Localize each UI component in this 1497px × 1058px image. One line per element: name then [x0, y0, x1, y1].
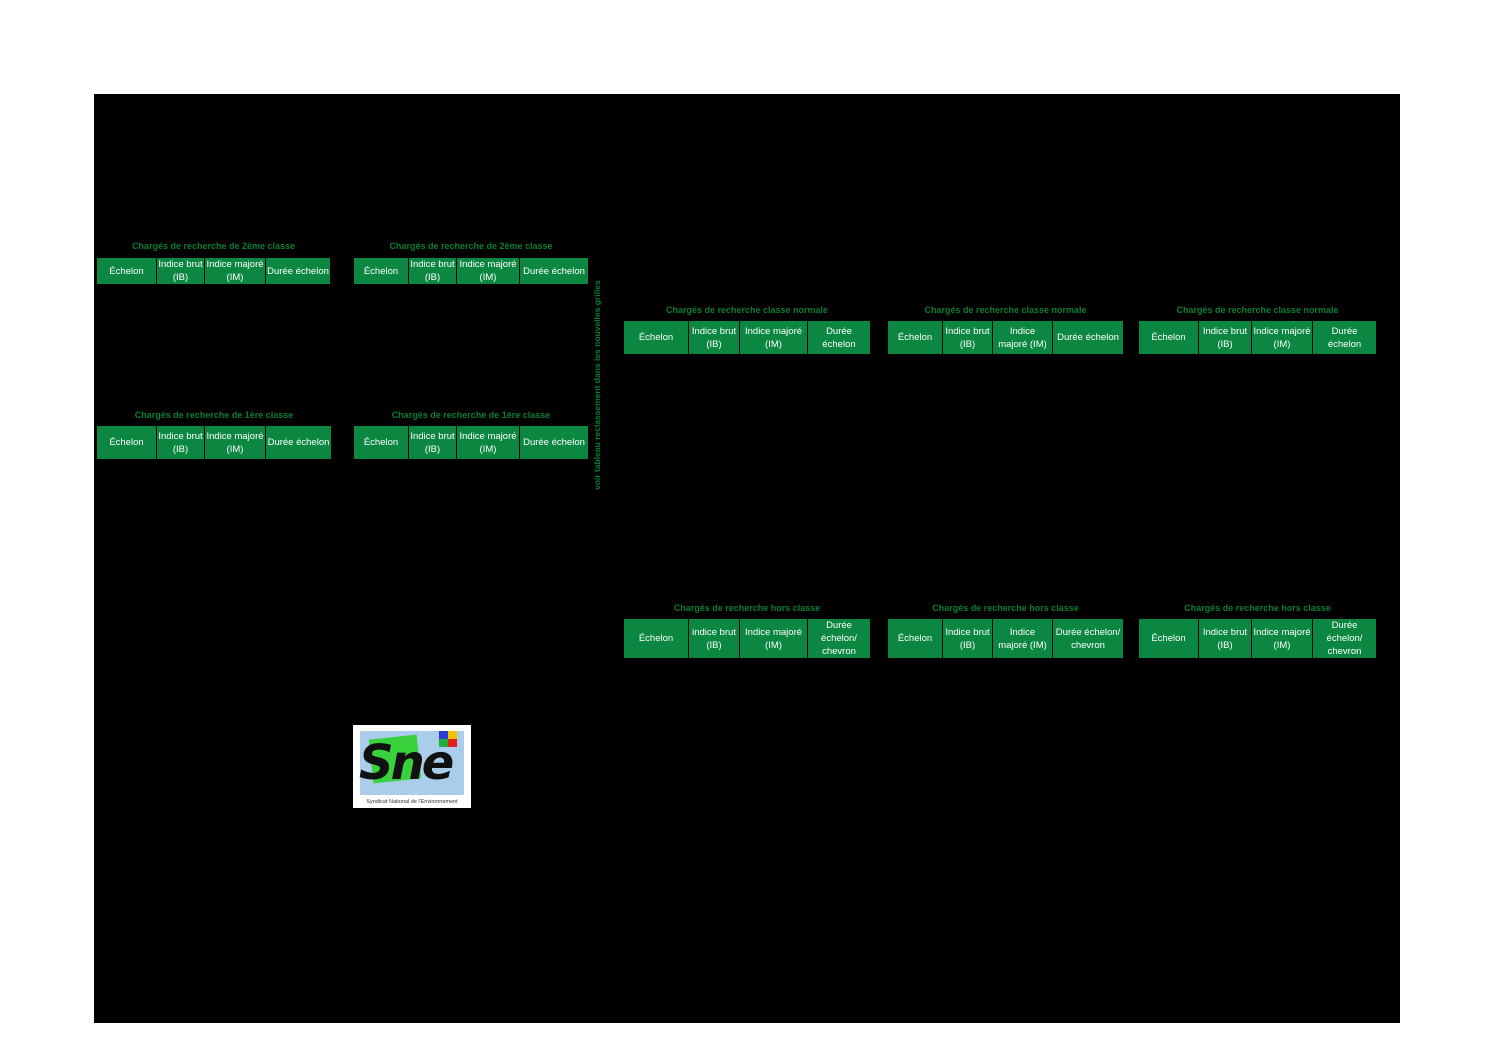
document-sheet [94, 94, 1400, 1023]
header-cell: Durée échelon [520, 426, 588, 459]
table-title-cr1-b: Chargés de recherche de 1ère classe [391, 410, 551, 420]
header-cell: Indice majoré (IM) [993, 321, 1053, 354]
table-title-cr1-a: Chargés de recherche de 1ère classe [134, 410, 294, 420]
header-row-cr2-b: Échelon Indice brut (IB) Indice majoré (… [354, 258, 588, 284]
header-row-normale-1: Échelon Indice brut (IB) Indice majoré (… [624, 321, 870, 354]
header-cell: Durée échelon [266, 258, 330, 284]
header-row-hors-3: Échelon Indice brut (IB) Indice majoré (… [1139, 619, 1376, 658]
header-cell: Indice brut (IB) [157, 258, 205, 284]
header-cell: Indice brut (IB) [943, 321, 993, 354]
header-cell: Indice majoré (IM) [457, 426, 520, 459]
header-cell: Échelon [624, 619, 689, 658]
header-row-normale-3: Échelon Indice brut (IB) Indice majoré (… [1139, 321, 1376, 354]
header-cell: Indice brut (IB) [1199, 619, 1252, 658]
header-row-cr2-a: Échelon Indice brut (IB) Indice majoré (… [97, 258, 330, 284]
table-title-hors-2: Chargés de recherche hors classe [932, 603, 1079, 613]
header-cell: Échelon [888, 321, 943, 354]
header-row-hors-2: Échelon Indice brut (IB) Indice majoré (… [888, 619, 1123, 658]
header-row-normale-2: Échelon Indice brut (IB) Indice majoré (… [888, 321, 1123, 354]
table-title-normale-1: Chargés de recherche classe normale [665, 305, 829, 315]
header-cell: Durée échelon/ chevron [1053, 619, 1123, 658]
header-cell: Échelon [354, 258, 409, 284]
sne-logo: Sne Syndicat National de l'Environnement [353, 725, 471, 808]
header-cell: Indice brut (IB) [689, 321, 740, 354]
header-cell: Indice majoré (IM) [457, 258, 520, 284]
header-cell: Indice majoré (IM) [740, 619, 808, 658]
table-title-hors-1: Chargés de recherche hors classe [673, 603, 821, 613]
header-cell: Échelon [1139, 321, 1199, 354]
header-cell: Échelon [97, 426, 157, 459]
table-title-normale-3: Chargés de recherche classe normale [1176, 305, 1339, 315]
logo-caption: Syndicat National de l'Environnement [366, 799, 458, 805]
header-cell: Indice majoré (IM) [740, 321, 808, 354]
header-row-cr1-a: Échelon Indice brut (IB) Indice majoré (… [97, 426, 331, 459]
table-title-cr2-b: Chargés de recherche de 2ème classe [389, 241, 553, 251]
header-cell: Échelon [354, 426, 409, 459]
header-cell: Indice brut (IB) [157, 426, 205, 459]
header-cell: Durée échelon [808, 321, 870, 354]
header-cell: indice brut (IB) [689, 619, 740, 658]
table-title-normale-2: Chargés de recherche classe normale [924, 305, 1087, 315]
header-cell: Indice majoré (IM) [205, 258, 266, 284]
header-cell: Échelon [1139, 619, 1199, 658]
header-cell: Durée échelon [1053, 321, 1123, 354]
header-row-cr1-b: Échelon Indice brut (IB) Indice majoré (… [354, 426, 588, 459]
header-row-hors-1: Échelon indice brut (IB) Indice majoré (… [624, 619, 870, 658]
header-cell: Durée échelon [1313, 321, 1376, 354]
header-cell: Indice majoré (IM) [993, 619, 1053, 658]
header-cell: Indice majoré (IM) [1252, 619, 1313, 658]
header-cell: Durée échelon/ chevron [808, 619, 870, 658]
header-cell: Indice brut (IB) [409, 426, 457, 459]
header-cell: Échelon [624, 321, 689, 354]
header-cell: Échelon [97, 258, 157, 284]
header-cell: Échelon [888, 619, 943, 658]
header-cell: Indice majoré (IM) [205, 426, 266, 459]
header-cell: Indice brut (IB) [943, 619, 993, 658]
table-title-hors-3: Chargés de recherche hors classe [1184, 603, 1331, 613]
reclassification-note: voir tableau reclassement dans les nouve… [592, 280, 602, 490]
header-cell: Indice majoré (IM) [1252, 321, 1313, 354]
header-cell: Durée échelon [266, 426, 331, 459]
logo-flag-icon [439, 731, 457, 747]
header-cell: Durée échelon [520, 258, 588, 284]
logo-wordmark: Sne [359, 735, 454, 791]
header-cell: Indice brut (IB) [409, 258, 457, 284]
header-cell: Durée échelon/ chevron [1313, 619, 1376, 658]
table-title-cr2-a: Chargés de recherche de 2ème classe [131, 241, 296, 251]
header-cell: Indice brut (IB) [1199, 321, 1252, 354]
